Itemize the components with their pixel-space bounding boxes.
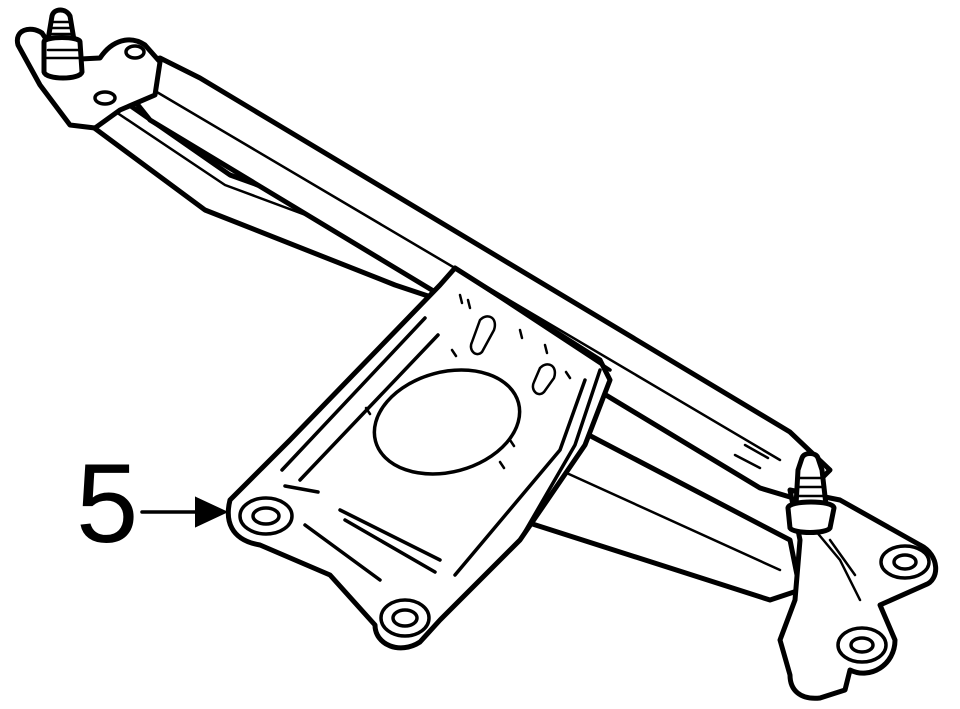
right-pivot-mount — [777, 451, 939, 701]
arrow-right-icon — [195, 496, 229, 528]
callout-number: 5 — [76, 441, 139, 566]
left-pivot-mount — [14, 7, 163, 131]
callout-arrow — [140, 496, 229, 528]
wiper-motor-mounting-bracket — [225, 265, 613, 651]
